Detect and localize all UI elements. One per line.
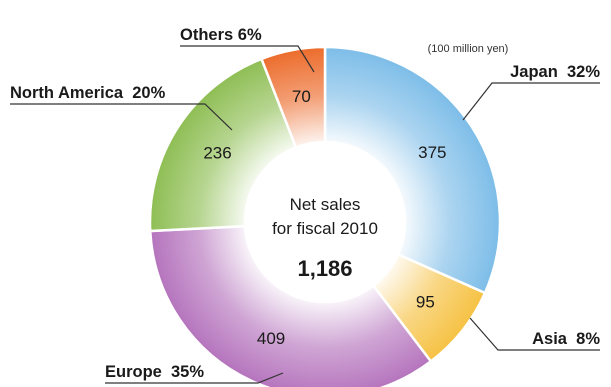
category-label-europe: Europe 35% (105, 363, 204, 381)
value-label-europe: 409 (257, 329, 285, 348)
slice-others (259, 45, 327, 150)
leader-line-japan (462, 82, 600, 121)
leader-line-others (180, 45, 315, 73)
center-line-2: for fiscal 2010 (272, 219, 378, 238)
category-label-others: Others 6% (180, 26, 262, 44)
leader-line-asia (469, 317, 600, 351)
slices-layer (148, 45, 502, 387)
category-label-north-america: North America 20% (10, 84, 166, 102)
category-label-asia: Asia 8% (532, 330, 600, 348)
value-label-japan: 375 (418, 143, 446, 162)
value-label-asia: 95 (416, 292, 435, 311)
leader-lines (10, 45, 600, 384)
center-line-1: Net sales (290, 195, 361, 214)
leader-line-europe (105, 372, 284, 384)
unit-label: (100 million yen) (428, 43, 509, 55)
category-label-japan: Japan 32% (510, 63, 600, 81)
slice-japan (323, 45, 502, 295)
leader-line-north-america (10, 103, 233, 131)
center-total: 1,186 (297, 256, 352, 281)
value-label-north-america: 236 (203, 143, 231, 162)
slice-north-america (148, 57, 298, 233)
value-label-others: 70 (292, 87, 311, 106)
slice-europe (148, 224, 433, 387)
